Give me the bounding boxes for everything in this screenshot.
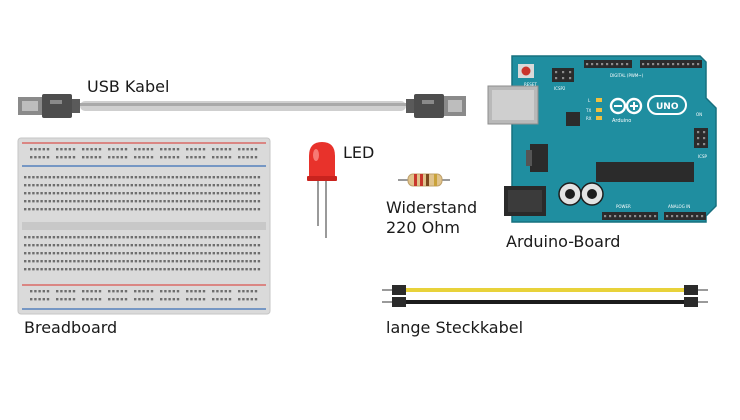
led (307, 142, 337, 238)
digital-marking: DIGITAL (PWM~) (610, 73, 644, 78)
jumper-wires (382, 285, 708, 307)
led-label: LED (343, 143, 375, 162)
analog-in-marking: ANALOG IN (668, 204, 690, 209)
rx-marking: RX (586, 116, 592, 121)
uno-marking: UNO (656, 102, 679, 112)
on-marking: ON (696, 112, 702, 117)
arduino-mcu (596, 162, 694, 182)
reset-marking: RESET (524, 82, 537, 87)
breadboard-label: Breadboard (24, 318, 118, 337)
black-wire (406, 300, 684, 304)
icsp-marking: ICSP (698, 154, 708, 159)
usb-b-plug-body (414, 94, 444, 118)
arduino-marking: Arduino (612, 118, 631, 124)
usb-a-plug-body (42, 94, 72, 118)
resistor-label-line2: 220 Ohm (386, 218, 460, 237)
resistor-label-line1: Widerstand (386, 198, 478, 217)
jumper-wires-label: lange Steckkabel (386, 318, 524, 337)
power-marking: POWER (616, 204, 631, 209)
led-body (309, 142, 335, 178)
digital-header-right (640, 60, 702, 68)
reset-button (521, 66, 531, 76)
usb-cable (18, 94, 466, 118)
icsp2-marking: ICSP2 (554, 86, 566, 91)
breadboard (17, 137, 271, 315)
arduino-board-label: Arduino-Board (506, 232, 621, 251)
yellow-wire (406, 288, 684, 292)
arduino-logo (609, 95, 687, 115)
resistor (398, 173, 450, 187)
breadboard-holes (24, 148, 261, 301)
analog-header (664, 212, 706, 220)
l-marking: L (588, 98, 591, 103)
tx-marking: TX (585, 108, 591, 113)
usb-cable-label: USB Kabel (87, 77, 170, 96)
arduino-board: RESET ICSP2 DIGITAL (PWM~) L TX RX UNO A… (487, 55, 717, 223)
